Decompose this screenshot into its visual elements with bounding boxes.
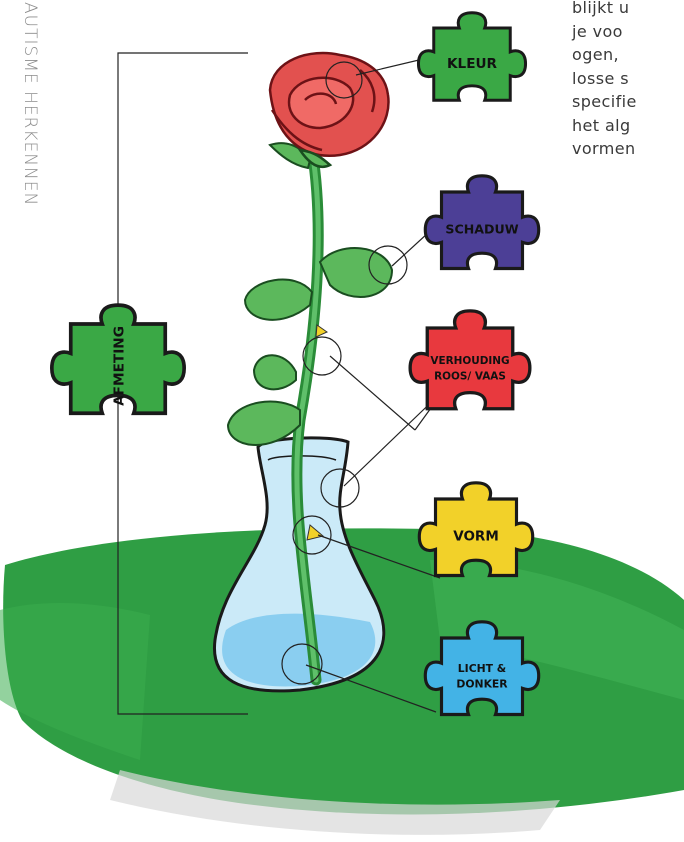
piece-label-kleur: KLEUR bbox=[447, 56, 498, 72]
puzzle-piece-kleur: KLEUR bbox=[418, 13, 525, 101]
puzzle-piece-vorm: VORM bbox=[419, 483, 532, 576]
piece-label-afmeting: AFMETING bbox=[111, 326, 127, 406]
piece-label-licht-2: DONKER bbox=[456, 678, 508, 691]
rose-leaves bbox=[228, 143, 392, 445]
piece-label-vorm: VORM bbox=[453, 528, 499, 544]
puzzle-piece-schaduw: SCHADUW bbox=[425, 176, 538, 269]
piece-label-schaduw: SCHADUW bbox=[445, 221, 518, 236]
piece-label-licht-1: LICHT & bbox=[458, 662, 506, 675]
piece-label-verhouding-1: VERHOUDING bbox=[430, 355, 509, 367]
puzzle-piece-afmeting: AFMETING bbox=[52, 305, 184, 413]
piece-label-verhouding-2: ROOS/ VAAS bbox=[434, 370, 506, 382]
puzzle-piece-verhouding: VERHOUDING ROOS/ VAAS bbox=[410, 311, 530, 409]
